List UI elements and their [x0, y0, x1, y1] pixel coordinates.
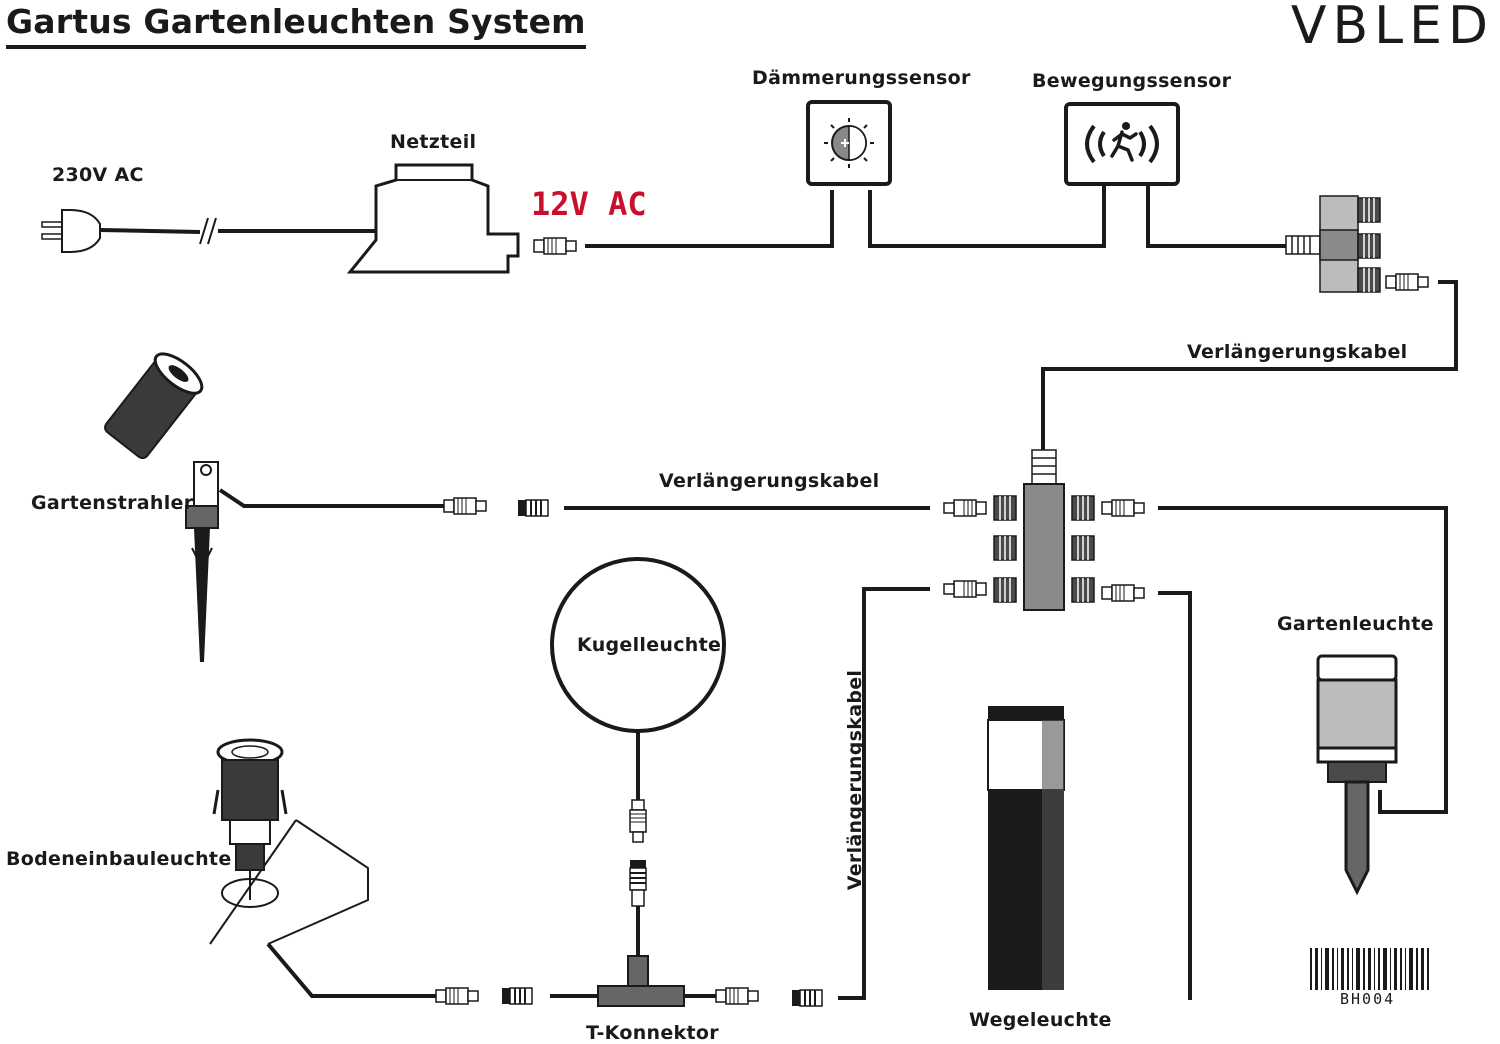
- hub-to-t-cable: [838, 587, 930, 1000]
- garden-light-icon: [1316, 654, 1398, 896]
- garden-spotlight-icon: [104, 352, 549, 662]
- barcode-icon: [1310, 948, 1429, 990]
- ball-light-label: Kugelleuchte: [577, 634, 722, 656]
- mains-label: 230V AC: [52, 164, 144, 186]
- path-light-label: Wegeleuchte: [969, 1009, 1112, 1031]
- hub-to-gartenleuchte-cable: [1158, 506, 1448, 814]
- mains-cable: [99, 228, 201, 234]
- t-connector-label: T-Konnektor: [586, 1022, 719, 1044]
- recessed-cable: [266, 942, 440, 998]
- extension-cable-label-mid: Verlängerungskabel: [659, 470, 880, 492]
- motion-to-splitter-cable: [1146, 186, 1290, 248]
- motion-sensor-icon: [1064, 102, 1180, 186]
- extension-cable-label-top: Verlängerungskabel: [1187, 341, 1408, 363]
- motion-sensor-label: Bewegungssensor: [1032, 70, 1232, 92]
- recessed-light-label: Bodeneinbauleuchte: [6, 848, 232, 870]
- garden-light-label: Gartenleuchte: [1277, 613, 1434, 635]
- recessed-light-icon: [209, 738, 369, 945]
- distribution-hub-icon: [943, 449, 1145, 611]
- power-supply-icon: [346, 163, 577, 274]
- dusk-to-motion-cable: [868, 186, 1106, 248]
- brand-logo: VBLED: [1290, 0, 1494, 56]
- splitter-to-hub-cable: [1041, 280, 1458, 450]
- power-supply-label: Netzteil: [390, 131, 477, 153]
- barcode-label: BH004: [1340, 990, 1396, 1008]
- page-title: Gartus Gartenleuchten System: [6, 2, 586, 49]
- mains-plug-icon: [41, 209, 217, 253]
- hub-to-wegeleuchte-cable: [1158, 591, 1192, 1000]
- spotlight-label: Gartenstrahler: [31, 492, 194, 514]
- splitter-3way-icon: [1285, 195, 1429, 293]
- voltage-label: 12V AC: [531, 185, 647, 223]
- spotlight-cable: [218, 488, 448, 508]
- cables: [99, 186, 1458, 1000]
- path-light-bollard-icon: [987, 706, 1065, 990]
- dusk-sensor-label: Dämmerungssensor: [752, 67, 971, 89]
- t-connector-icon: [435, 955, 823, 1007]
- extension-cable-label-vertical: Verlängerungskabel: [844, 669, 866, 891]
- ball-light-icon: [550, 557, 726, 907]
- psu-to-dusk-cable: [585, 190, 834, 248]
- dusk-sensor-icon: [806, 100, 892, 186]
